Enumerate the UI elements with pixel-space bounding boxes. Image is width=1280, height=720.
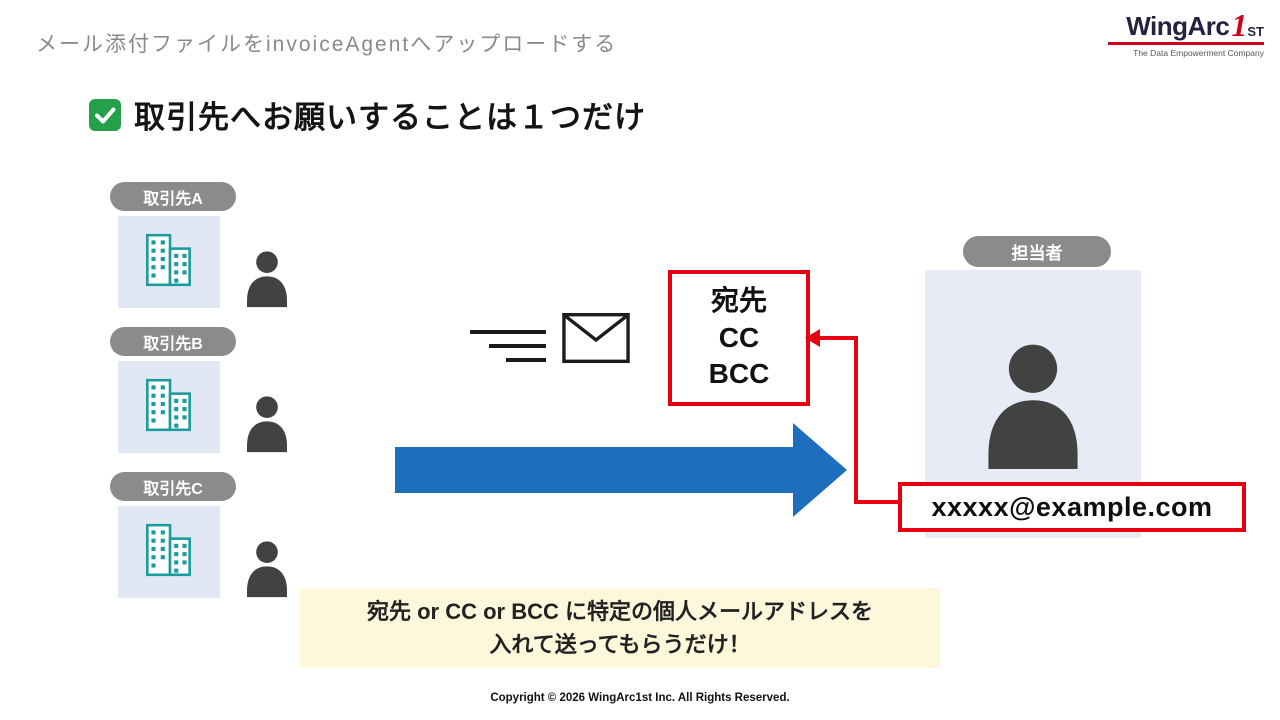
red-connector-bottom-segment xyxy=(854,500,900,504)
company-box-c xyxy=(118,506,220,598)
slide-title-text: 取引先へお願いすることは１つだけ xyxy=(134,100,646,135)
note-box: 宛先 or CC or BCC に特定の個人メールアドレスを 入れて送ってもらう… xyxy=(300,588,940,668)
recipient-fields-box: 宛先 CC BCC xyxy=(668,270,810,406)
recipient-field-cc: CC xyxy=(718,321,760,353)
logo-one-glyph: 1 xyxy=(1231,7,1248,43)
envelope-icon xyxy=(562,312,630,364)
partner-group-a: 取引先A xyxy=(110,182,305,337)
note-line-2: 入れて送ってもらうだけ！ xyxy=(489,632,751,657)
flow-arrow-body xyxy=(395,447,795,493)
person-icon xyxy=(242,538,292,598)
recipient-field-to: 宛先 xyxy=(710,285,767,317)
motion-lines-icon xyxy=(470,330,546,364)
logo-underline xyxy=(1108,42,1264,46)
partner-group-b: 取引先B xyxy=(110,327,305,482)
contact-label: 担当者 xyxy=(963,236,1111,267)
company-box-b xyxy=(118,361,220,453)
wingarc-logo: WingArc 1 ST The Data Empowerment Compan… xyxy=(1108,7,1264,59)
partner-group-c: 取引先C xyxy=(110,472,305,627)
red-connector-vertical-segment xyxy=(854,336,858,504)
partner-c-label: 取引先C xyxy=(110,472,236,501)
logo-st-text: ST xyxy=(1247,24,1264,40)
flow-arrow-head xyxy=(793,423,847,517)
logo-tagline: The Data Empowerment Company xyxy=(1133,48,1264,59)
building-icon xyxy=(138,520,200,585)
logo-brand-text: WingArc xyxy=(1126,11,1230,42)
partner-b-label: 取引先B xyxy=(110,327,236,356)
partner-a-label: 取引先A xyxy=(110,182,236,211)
person-icon xyxy=(242,248,292,308)
email-address-box: xxxxx@example.com xyxy=(898,482,1246,532)
page-header: メール添付ファイルをinvoiceAgentへアップロードする xyxy=(36,33,618,56)
person-icon-large xyxy=(973,339,1093,469)
recipient-field-bcc: BCC xyxy=(708,358,770,390)
slide-title: 取引先へお願いすることは１つだけ xyxy=(88,92,646,137)
copyright-text: Copyright © 2026 WingArc1st Inc. All Rig… xyxy=(490,692,790,704)
red-connector-arrowhead xyxy=(805,329,820,347)
logo-wordmark: WingArc 1 ST xyxy=(1108,7,1264,43)
check-icon xyxy=(88,98,122,132)
note-line-1: 宛先 or CC or BCC に特定の個人メールアドレスを xyxy=(366,599,873,624)
company-box-a xyxy=(118,216,220,308)
red-connector-top-segment xyxy=(819,336,858,340)
person-icon xyxy=(242,393,292,453)
building-icon xyxy=(138,230,200,295)
building-icon xyxy=(138,375,200,440)
